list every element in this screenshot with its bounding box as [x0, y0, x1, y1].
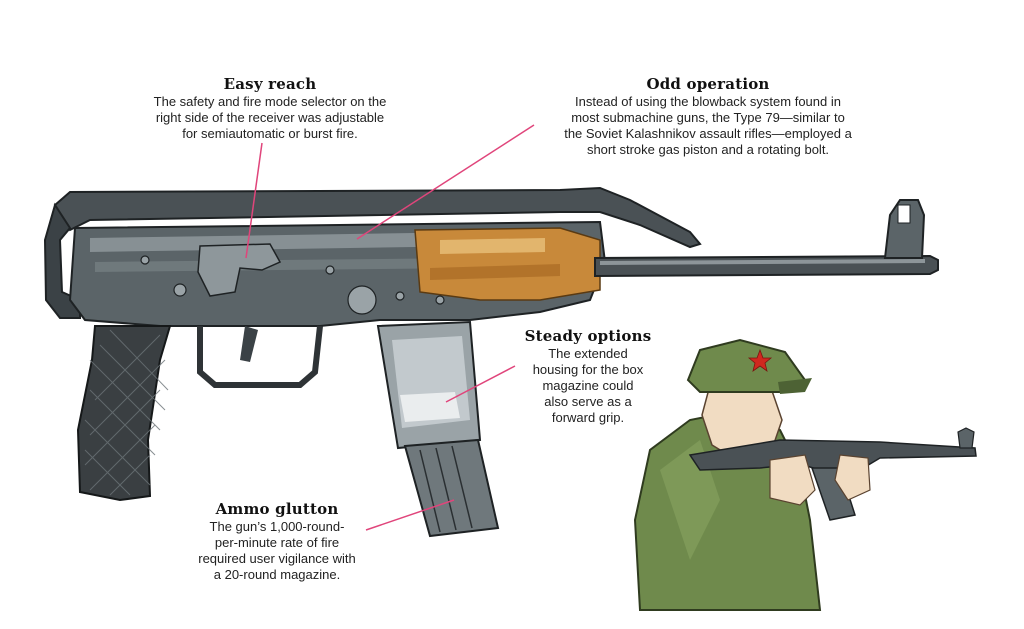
callout-title: Odd operation — [646, 75, 770, 93]
callout-odd-operation: Odd operation Instead of using the blowb… — [548, 75, 868, 158]
callout-body: Instead of using the blowback system fou… — [564, 93, 852, 157]
callout-easy-reach: Easy reach The safety and fire mode sele… — [140, 75, 400, 142]
callout-title: Easy reach — [223, 75, 317, 93]
folding-stock — [53, 186, 702, 249]
callout-body: The extended housing for the box magazin… — [532, 345, 644, 426]
callout-body: The gun’s 1,000-round- per-minute rate o… — [198, 518, 356, 582]
box-magazine — [403, 438, 500, 538]
soldier-cap — [686, 338, 807, 393]
red-star-icon — [747, 348, 773, 372]
front-sight — [883, 199, 926, 259]
trigger-guard — [197, 325, 323, 388]
callout-ammo-glutton: Ammo glutton The gun’s 1,000-round- per-… — [182, 500, 372, 583]
pistol-grip — [76, 325, 172, 502]
callout-title: Ammo glutton — [215, 500, 339, 518]
callout-title: Steady options — [524, 327, 652, 345]
callout-steady-options: Steady options The extended housing for … — [518, 327, 658, 426]
soldier-figure — [633, 338, 977, 611]
callout-body: The safety and fire mode selector on the… — [153, 93, 387, 141]
type79-smg — [43, 186, 939, 538]
